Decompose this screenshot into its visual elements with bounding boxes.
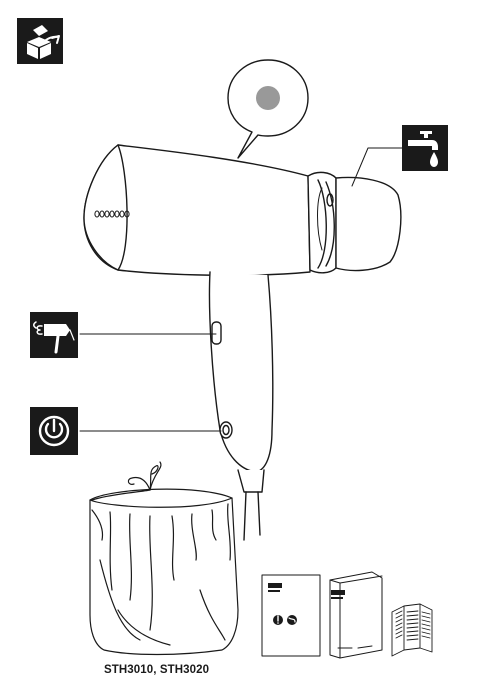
power-icon — [30, 407, 78, 455]
indicator-light — [256, 86, 280, 110]
model-numbers-caption: STH3010, STH3020 — [104, 664, 210, 676]
user-manual — [329, 571, 383, 659]
steamer-head — [83, 144, 311, 277]
callout-lines — [79, 147, 403, 432]
nozzle-holes — [94, 210, 130, 218]
steam-trigger-icon — [30, 312, 78, 358]
storage-bag — [89, 461, 239, 656]
power-button — [219, 421, 233, 439]
unpack-box-icon — [17, 18, 63, 64]
water-tap-drop-icon — [402, 125, 448, 171]
water-tank — [307, 171, 402, 274]
indicator-light-callout — [227, 59, 309, 159]
quick-start-guide — [261, 574, 321, 657]
steamer-handle — [208, 271, 274, 541]
steam-trigger — [211, 321, 222, 345]
warranty-leaflet — [391, 603, 433, 657]
